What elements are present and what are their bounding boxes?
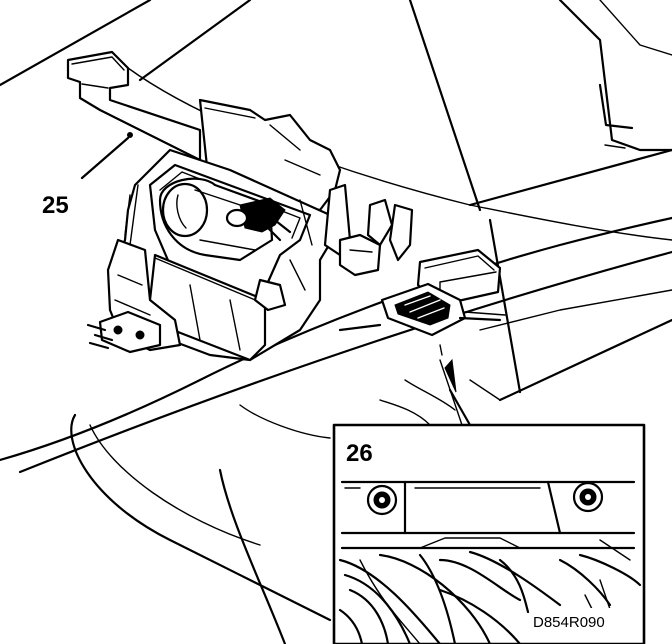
screw-left-icon	[366, 484, 398, 516]
callout-25: 25	[42, 192, 69, 219]
heater-housing-assembly	[66, 50, 414, 362]
drawing-code: D854R090	[533, 614, 605, 631]
callout-leaders	[80, 132, 472, 427]
screw-right-icon	[572, 481, 604, 513]
code-label-background	[530, 608, 642, 634]
callout-26: 26	[346, 440, 373, 467]
control-module	[380, 248, 506, 356]
